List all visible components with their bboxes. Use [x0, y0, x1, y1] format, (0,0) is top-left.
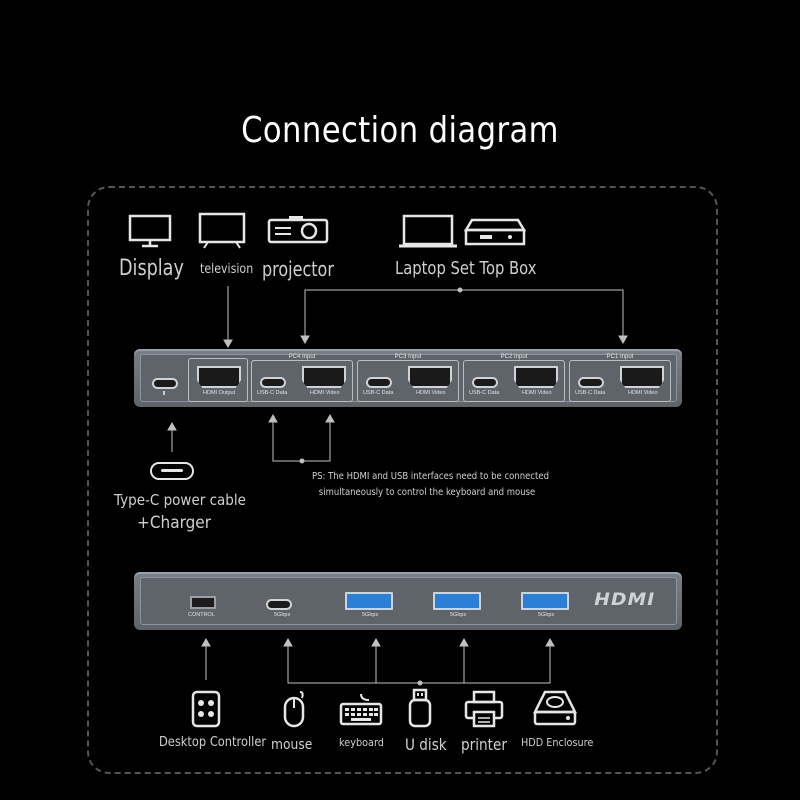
hdd-enclosure-label: HDD Enclosure	[521, 736, 594, 749]
pc4-usbc-port[interactable]	[260, 377, 286, 388]
pc4-hdmi-label: HDMI Video	[310, 390, 340, 396]
laptop-settop-label: Laptop Set Top Box	[395, 258, 537, 279]
hdmi-output-group	[188, 358, 248, 402]
printer-icon	[464, 690, 504, 728]
pc2-input-group: PC2 Input	[463, 354, 565, 402]
pc4-usbc-label: USB-C Data	[257, 390, 288, 396]
control-port[interactable]	[190, 596, 216, 609]
pc2-input-title: PC2 Input	[500, 354, 528, 360]
mouse-label: mouse	[271, 737, 313, 753]
usb-a-port-2[interactable]	[433, 592, 481, 610]
desktop-controller-icon	[191, 690, 221, 728]
television-icon	[198, 212, 246, 249]
keyboard-label: keyboard	[339, 736, 384, 749]
kvm-rear-panel	[134, 572, 682, 630]
desktop-controller-label: Desktop Controller	[159, 735, 267, 750]
pc3-usbc-label: USB-C Data	[363, 390, 394, 396]
pc1-usbc-label: USB-C Data	[575, 390, 606, 396]
pc2-usbc-port[interactable]	[472, 377, 498, 388]
charger-label: +Charger	[137, 513, 212, 533]
pc3-hdmi-label: HDMI Video	[416, 390, 446, 396]
mouse-icon	[283, 691, 305, 728]
power-usbc-port[interactable]	[152, 378, 178, 389]
laptop-icon	[399, 214, 457, 248]
note-line-2: simultaneously to control the keyboard a…	[318, 487, 536, 498]
pc3-input-title: PC3 Input	[394, 354, 422, 360]
pc1-usbc-port[interactable]	[578, 377, 604, 388]
power-indicator	[163, 391, 165, 395]
pc1-hdmi-label: HDMI Video	[628, 390, 658, 396]
hdmi-output-port[interactable]	[197, 366, 241, 388]
display-label: Display	[119, 256, 184, 281]
rear-usbc-speed: 5Gbps	[274, 612, 291, 618]
hdd-enclosure-icon	[533, 690, 577, 726]
diagram-title: Connection diagram	[241, 110, 559, 151]
pc4-input-group: PC4 Input	[251, 354, 353, 402]
note-line-1: PS: The HDMI and USB interfaces need to …	[312, 471, 549, 482]
power-cable-label: Type-C power cable	[114, 491, 246, 509]
usb-drive-icon	[408, 688, 432, 728]
printer-label: printer	[461, 735, 507, 754]
usb-a-port-3[interactable]	[521, 592, 569, 610]
rear-usbc-port[interactable]	[266, 599, 292, 610]
pc4-hdmi-port[interactable]	[302, 366, 346, 388]
pc4-input-title: PC4 Input	[288, 354, 316, 360]
pc2-hdmi-label: HDMI Video	[522, 390, 552, 396]
pc1-input-title: PC1 Input	[606, 354, 634, 360]
television-label: television	[200, 262, 254, 277]
projector-label: projector	[262, 257, 334, 281]
pc2-hdmi-port[interactable]	[514, 366, 558, 388]
usb-a-speed-3: 5Gbps	[538, 612, 555, 618]
keyboard-icon	[339, 693, 383, 726]
pc2-usbc-label: USB-C Data	[469, 390, 500, 396]
set-top-box-icon	[464, 218, 526, 246]
hdmi-output-label: HDMI Output	[203, 390, 236, 396]
usb-a-port-1[interactable]	[345, 592, 393, 610]
pc3-input-group: PC3 Input	[357, 354, 459, 402]
pc1-input-group: PC1 Input	[569, 354, 671, 402]
udisk-label: U disk	[405, 735, 447, 754]
diagram-frame	[87, 186, 718, 774]
pc3-usbc-port[interactable]	[366, 377, 392, 388]
control-label: CONTROL	[188, 612, 215, 618]
usb-a-speed-1: 5Gbps	[362, 612, 379, 618]
projector-icon	[267, 216, 329, 244]
hdmi-logo: HDMI	[594, 590, 656, 610]
connection-note: PS: The HDMI and USB interfaces need to …	[312, 469, 549, 501]
usb-a-speed-2: 5Gbps	[450, 612, 467, 618]
pc3-hdmi-port[interactable]	[408, 366, 452, 388]
usbc-cable-icon	[150, 462, 194, 480]
pc1-hdmi-port[interactable]	[620, 366, 664, 388]
monitor-icon	[128, 214, 172, 248]
